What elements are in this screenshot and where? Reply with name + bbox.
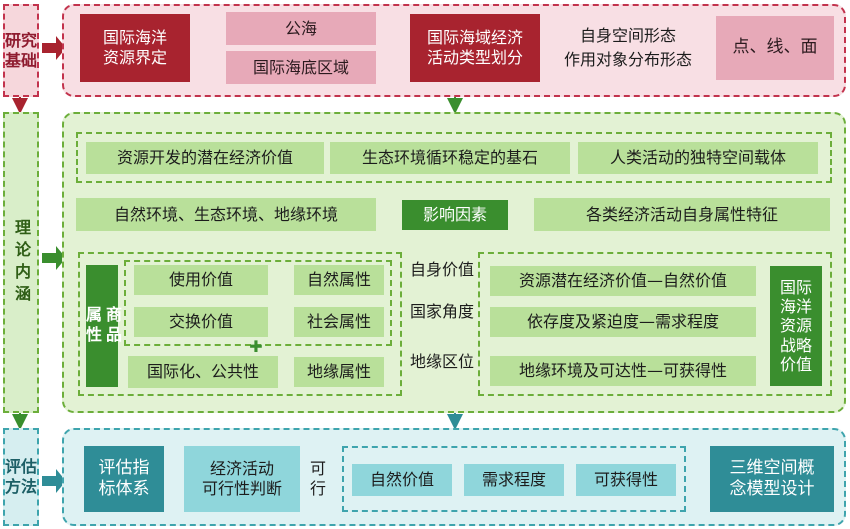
high-seas-box: 公海 — [226, 12, 376, 45]
index-system-box: 评估指 标体系 — [84, 446, 164, 512]
feasible-label: 可 行 — [309, 459, 326, 498]
strategic-group — [478, 252, 832, 396]
commodity-group — [78, 252, 402, 396]
value-box-economic: 资源开发的潜在经济价值 — [86, 142, 324, 174]
side-arrow-2 — [42, 246, 66, 270]
use-value-box: 使用价值 — [134, 265, 268, 295]
side-arrow-3 — [42, 469, 66, 493]
natural-value-box: 自然价值 — [352, 464, 452, 496]
side-arrow-1 — [42, 36, 66, 60]
boundary-box: 国际海洋 资源界定 — [80, 14, 190, 82]
natural-attr-box: 自然属性 — [294, 265, 384, 295]
intl-public-box: 国际化、公共性 — [128, 356, 278, 388]
plus-icon: ✚ — [249, 337, 263, 356]
demand-degree-box: 需求程度 — [464, 464, 564, 496]
object-distribution-label: 作用对象分布形态 — [563, 50, 692, 69]
value-subgroup — [124, 260, 392, 346]
value-box-spatial: 人类活动的独特空间载体 — [578, 142, 818, 174]
activity-types-box: 国际海域经济 活动类型划分 — [410, 14, 540, 82]
factors-box: 影响因素 — [402, 200, 508, 230]
side-label-research-basis: 研究 基础 — [3, 4, 39, 97]
social-attr-box: 社会属性 — [294, 307, 384, 337]
own-value-label: 自身价值 — [409, 260, 474, 279]
geo-attr-box: 地缘属性 — [294, 357, 384, 387]
side-label-evaluation: 评估 方法 — [3, 428, 39, 526]
national-angle-label: 国家角度 — [409, 302, 474, 321]
feasibility-box: 经济活动 可行性判断 — [184, 446, 300, 512]
attributes-box: 各类经济活动自身属性特征 — [534, 198, 830, 231]
strategic-value-box: 国际 海洋 资源 战略 价值 — [770, 266, 822, 386]
obtainability-box: 可获得性 — [576, 464, 676, 496]
commodity-attr-box: 商品 属性 — [83, 265, 122, 387]
accessibility-box: 地缘环境及可达性—可获得性 — [490, 356, 756, 386]
dependence-box: 依存度及紧迫度—需求程度 — [490, 307, 756, 337]
values-group — [76, 132, 832, 183]
spatial-form-label: 自身空间形态 — [579, 26, 676, 45]
environments-box: 自然环境、生态环境、地缘环境 — [76, 198, 376, 231]
geo-location-label: 地缘区位 — [409, 352, 474, 371]
value-box-ecological: 生态环境循环稳定的基石 — [330, 142, 570, 174]
seabed-area-box: 国际海底区域 — [226, 51, 376, 84]
side-label-theory: 理论内涵 — [3, 112, 39, 413]
model-design-box: 三维空间概 念模型设计 — [710, 446, 834, 512]
resource-value-box: 资源潜在经济价值—自然价值 — [490, 266, 756, 296]
exchange-value-box: 交换价值 — [134, 307, 268, 337]
point-line-plane-box: 点、线、面 — [716, 16, 834, 80]
dimension-group — [342, 446, 686, 512]
